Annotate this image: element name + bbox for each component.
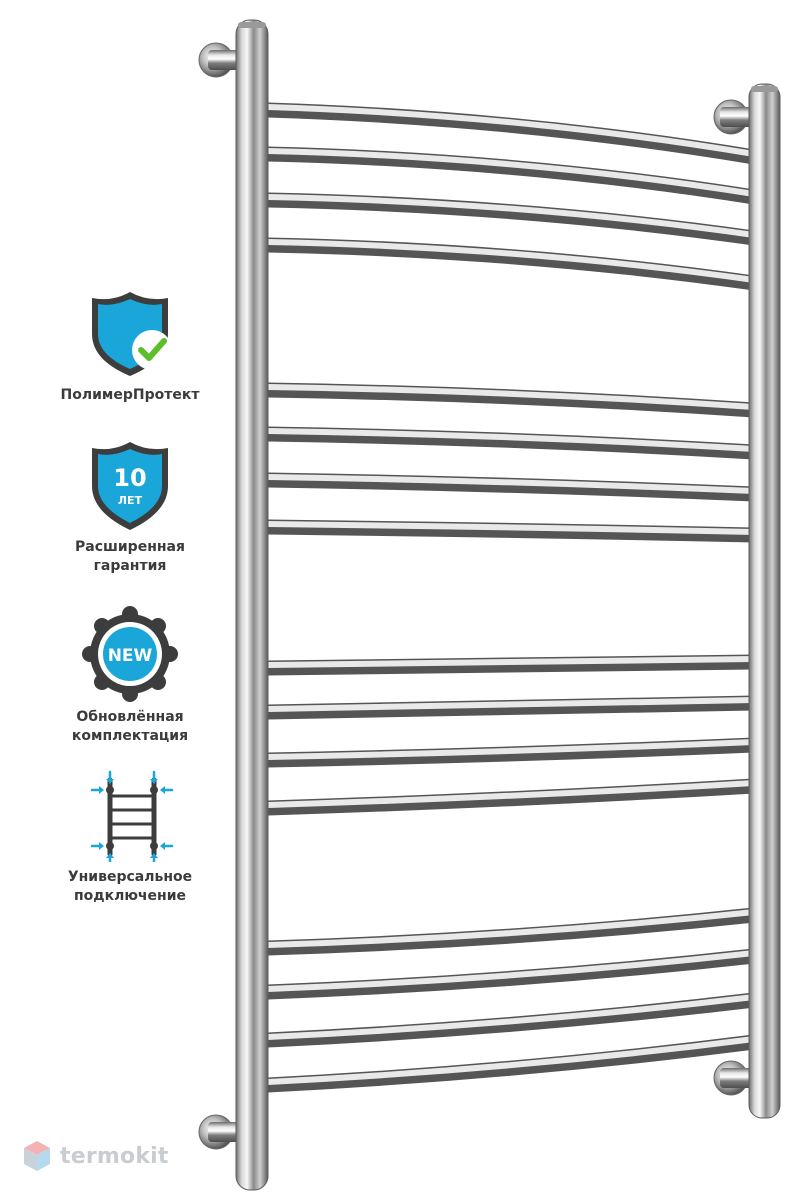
feature-polymer-protect: ПолимерПротект xyxy=(30,288,230,405)
crossbars xyxy=(260,102,762,1093)
wall-mount xyxy=(198,1114,242,1150)
feature-extended-warranty: 10 ЛЕТ Расширенная гарантия xyxy=(30,440,230,576)
watermark: termokit xyxy=(22,1136,169,1176)
feature-universal-connection: Универсальное подключение xyxy=(30,770,230,906)
shield-10-years-icon: 10 ЛЕТ xyxy=(92,442,168,530)
cube-logo-icon xyxy=(24,1141,50,1171)
right-upright xyxy=(748,83,781,1119)
wall-mount xyxy=(713,1060,754,1096)
universal-connection-icon xyxy=(90,770,174,862)
new-badge-icon: NEW xyxy=(82,606,178,702)
wall-mount xyxy=(198,42,242,78)
shield-check-icon xyxy=(92,292,172,376)
feature-updated-kit: NEW Обновлённая комплектация xyxy=(30,606,230,746)
left-upright xyxy=(235,19,269,1191)
feature-label: Обновлённая комплектация xyxy=(71,709,189,744)
badge-unit: ЛЕТ xyxy=(118,494,143,507)
watermark-text: termokit xyxy=(60,1143,169,1169)
badge-number: 10 xyxy=(113,464,146,492)
badge-text: NEW xyxy=(108,646,153,666)
wall-mount xyxy=(713,99,754,135)
feature-label: ПолимерПротект xyxy=(60,387,200,403)
feature-label: Расширенная гарантия xyxy=(75,539,185,574)
feature-label: Универсальное подключение xyxy=(67,869,193,904)
